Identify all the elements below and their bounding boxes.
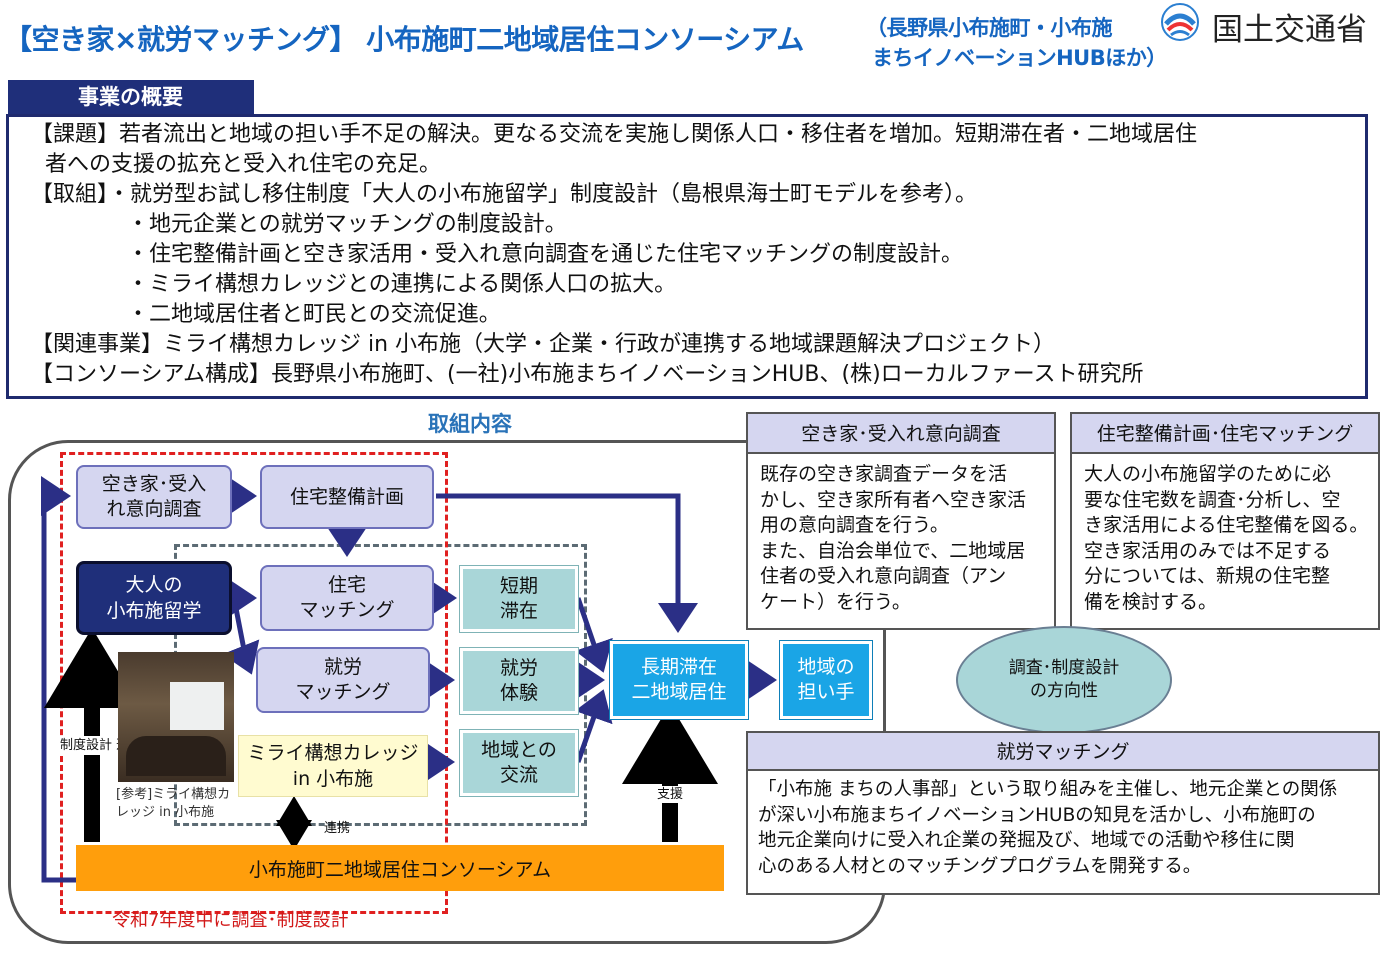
housing-panel: 住宅整備計画･住宅マッチング 大人の小布施留学のために必 要な住宅数を調査･分析… xyxy=(1070,412,1380,630)
collaboration-label: 連携 xyxy=(324,821,351,836)
overview-line: ・地元企業との就労マッチングの制度設計。 xyxy=(127,212,567,237)
survey-panel-title: 空き家･受入れ意向調査 xyxy=(748,414,1054,454)
survey-panel: 空き家･受入れ意向調査 既存の空き家調査データを活 かし、空き家所有者へ空き家活… xyxy=(746,412,1056,630)
job-matching-box: 就労 マッチング xyxy=(256,647,430,713)
ministry-name: 国土交通省 xyxy=(1212,12,1367,48)
page-subtitle-line2: まちイノベーションHUBほか） xyxy=(872,46,1167,70)
section-title: 取組内容 xyxy=(428,412,512,436)
job-panel-body: 「小布施 まちの人事部」という取り組みを主催し、地元企業との関係 が深い小布施ま… xyxy=(758,779,1338,877)
direction-ellipse: 調査･制度設計 の方向性 xyxy=(956,626,1172,734)
overview-line: 【課題】若者流出と地域の担い手不足の解決。更なる交流を実施し関係人口・移住者を増… xyxy=(31,122,1198,147)
short-stay-box: 短期 滞在 xyxy=(459,565,579,633)
overview-line: 【取組】・就労型お試し移住制度「大人の小布施留学」制度設計（島根県海士町モデルを… xyxy=(31,182,978,207)
page-subtitle-line1: （長野県小布施町・小布施 xyxy=(866,16,1113,40)
college-photo xyxy=(118,652,234,782)
support-label: 支援 xyxy=(652,786,688,803)
overview-line: ・二地域居住者と町民との交流促進。 xyxy=(127,302,501,327)
job-panel-title: 就労マッチング xyxy=(748,733,1378,771)
overview-line: ・住宅整備計画と空き家活用・受入れ意向調査を通じた住宅マッチングの制度設計。 xyxy=(127,242,964,267)
page-title: 【空き家×就労マッチング】 小布施町二地域居住コンソーシアム xyxy=(4,23,804,56)
consortium-bar: 小布施町二地域居住コンソーシアム xyxy=(76,845,724,891)
housing-plan-box: 住宅整備計画 xyxy=(260,465,434,529)
photo-caption: [参考]ミライ構想カ レッジ in 小布施 xyxy=(116,787,231,820)
projector-screen-icon xyxy=(170,682,224,730)
fy2025-label: 令和7年度中に調査･制度設計 xyxy=(112,910,349,931)
job-panel: 就労マッチング 「小布施 まちの人事部」という取り組みを主催し、地元企業との関係… xyxy=(746,731,1380,895)
community-exchange-box: 地域との 交流 xyxy=(459,729,579,797)
housing-panel-body: 大人の小布施留学のために必 要な住宅数を調査･分析し、空 き家活用による住宅整備… xyxy=(1084,463,1369,613)
overview-tab: 事業の概要 xyxy=(8,80,254,114)
otona-ryugaku-box: 大人の 小布施留学 xyxy=(76,561,232,635)
overview-line: 【関連事業】ミライ構想カレッジ in 小布施（大学・企業・行政が連携する地域課題… xyxy=(31,332,1056,357)
audience-silhouette-icon xyxy=(126,736,226,776)
ministry-logo-icon xyxy=(1161,3,1199,41)
long-stay-box: 長期滞在 二地域居住 xyxy=(609,640,749,720)
housing-panel-title: 住宅整備計画･住宅マッチング xyxy=(1072,414,1378,454)
overview-box: 【課題】若者流出と地域の担い手不足の解決。更なる交流を実施し関係人口・移住者を増… xyxy=(6,114,1368,399)
akiya-survey-box: 空き家･受入 れ意向調査 xyxy=(76,465,232,529)
job-experience-box: 就労 体験 xyxy=(459,647,579,715)
overview-line: 者への支援の拡充と受入れ住宅の充足。 xyxy=(45,152,442,177)
design-operation-label: 制度設計 運営 xyxy=(60,736,143,755)
local-bearer-box: 地域の 担い手 xyxy=(779,640,873,720)
overview-line: 【コンソーシアム構成】長野県小布施町、(一社)小布施まちイノベーションHUB、(… xyxy=(31,362,1144,387)
survey-panel-body: 既存の空き家調査データを活 かし、空き家所有者へ空き家活 用の意向調査を行う。 … xyxy=(760,463,1027,613)
housing-matching-box: 住宅 マッチング xyxy=(260,565,434,631)
mirai-college-box: ミライ構想カレッジ in 小布施 xyxy=(238,735,428,797)
overview-line: ・ミライ構想カレッジとの連携による関係人口の拡大。 xyxy=(127,272,677,297)
